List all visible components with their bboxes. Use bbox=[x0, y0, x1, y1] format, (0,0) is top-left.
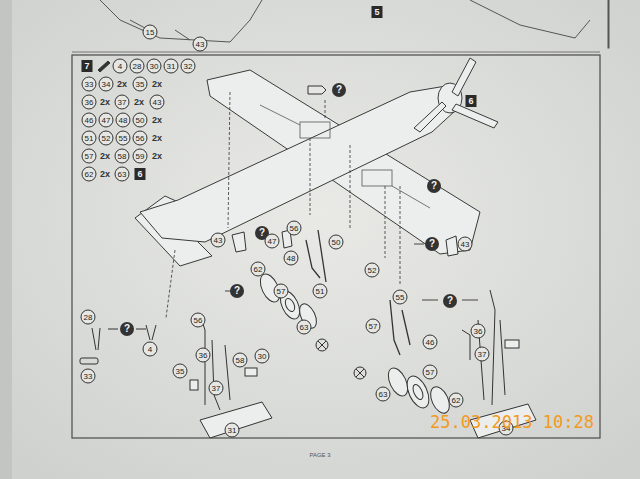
callout-number: 63 bbox=[297, 320, 312, 335]
callout-number: 50 bbox=[329, 235, 344, 250]
callout-number: 43 bbox=[150, 95, 165, 110]
callout-number: 56 bbox=[287, 221, 302, 236]
step-number: 6 bbox=[134, 168, 145, 180]
date-stamp: 25.03.2013 10:28 bbox=[430, 412, 594, 432]
callout-number: 57 bbox=[366, 319, 381, 334]
callout-number: 51 bbox=[313, 284, 328, 299]
callout-number: 59 bbox=[133, 149, 148, 164]
callout-number: 31 bbox=[225, 423, 240, 438]
callout-number: 58 bbox=[233, 353, 248, 368]
callout-number: 47 bbox=[265, 234, 280, 249]
callout-number: 33 bbox=[82, 77, 97, 92]
callout-number: 47 bbox=[99, 113, 114, 128]
quantity-note: 2x bbox=[117, 79, 127, 89]
callout-number: 48 bbox=[284, 251, 299, 266]
callout-number: 62 bbox=[251, 262, 266, 277]
callout-number: 37 bbox=[115, 95, 130, 110]
callout-number: 35 bbox=[133, 77, 148, 92]
step-number: 6 bbox=[465, 95, 476, 107]
callout-number: 43 bbox=[193, 37, 208, 52]
callout-number: 4 bbox=[113, 59, 128, 74]
callout-number: 4 bbox=[143, 342, 158, 357]
quantity-note: 2x bbox=[152, 133, 162, 143]
callout-number: 28 bbox=[130, 59, 145, 74]
help-symbol: ? bbox=[443, 294, 457, 308]
page-number: PAGE 3 bbox=[309, 452, 330, 458]
callout-number: 32 bbox=[181, 59, 196, 74]
callout-number: 55 bbox=[393, 290, 408, 305]
callout-number: 35 bbox=[173, 364, 188, 379]
quantity-note: 2x bbox=[100, 97, 110, 107]
callout-number: 33 bbox=[81, 369, 96, 384]
help-symbol: ? bbox=[120, 322, 134, 336]
callout-number: 56 bbox=[191, 313, 206, 328]
callout-number: 48 bbox=[116, 113, 131, 128]
callout-number: 28 bbox=[81, 310, 96, 325]
callout-number: 57 bbox=[423, 365, 438, 380]
callout-number: 37 bbox=[475, 347, 490, 362]
callout-number: 62 bbox=[82, 167, 97, 182]
quantity-note: 2x bbox=[134, 97, 144, 107]
callout-number: 30 bbox=[255, 349, 270, 364]
step-number: 7 bbox=[81, 60, 92, 72]
callout-number: 55 bbox=[116, 131, 131, 146]
quantity-note: 2x bbox=[152, 79, 162, 89]
callout-number: 31 bbox=[164, 59, 179, 74]
callout-number: 63 bbox=[376, 387, 391, 402]
help-symbol: ? bbox=[427, 179, 441, 193]
quantity-note: 2x bbox=[100, 151, 110, 161]
callout-number: 62 bbox=[449, 393, 464, 408]
callout-number: 57 bbox=[274, 284, 289, 299]
callout-number: 52 bbox=[99, 131, 114, 146]
quantity-note: 2x bbox=[152, 151, 162, 161]
callout-number: 52 bbox=[365, 263, 380, 278]
callout-number: 15 bbox=[143, 25, 158, 40]
callout-number: 46 bbox=[423, 335, 438, 350]
callout-number: 50 bbox=[133, 113, 148, 128]
callout-number: 46 bbox=[82, 113, 97, 128]
quantity-note: 2x bbox=[152, 115, 162, 125]
callout-number: 36 bbox=[82, 95, 97, 110]
help-symbol: ? bbox=[425, 237, 439, 251]
callout-number: 30 bbox=[147, 59, 162, 74]
callout-number: 36 bbox=[196, 348, 211, 363]
help-symbol: ? bbox=[230, 284, 244, 298]
callout-number: 63 bbox=[115, 167, 130, 182]
callout-number: 37 bbox=[209, 381, 224, 396]
callout-number: 43 bbox=[211, 233, 226, 248]
callout-number: 34 bbox=[99, 77, 114, 92]
callout-number: 36 bbox=[471, 324, 486, 339]
callout-number: 58 bbox=[115, 149, 130, 164]
callout-number: 57 bbox=[82, 149, 97, 164]
callout-number: 43 bbox=[458, 237, 473, 252]
quantity-note: 2x bbox=[100, 169, 110, 179]
callout-number: 51 bbox=[82, 131, 97, 146]
step-number: 5 bbox=[371, 6, 382, 18]
callout-number: 56 bbox=[133, 131, 148, 146]
help-symbol: ? bbox=[332, 83, 346, 97]
